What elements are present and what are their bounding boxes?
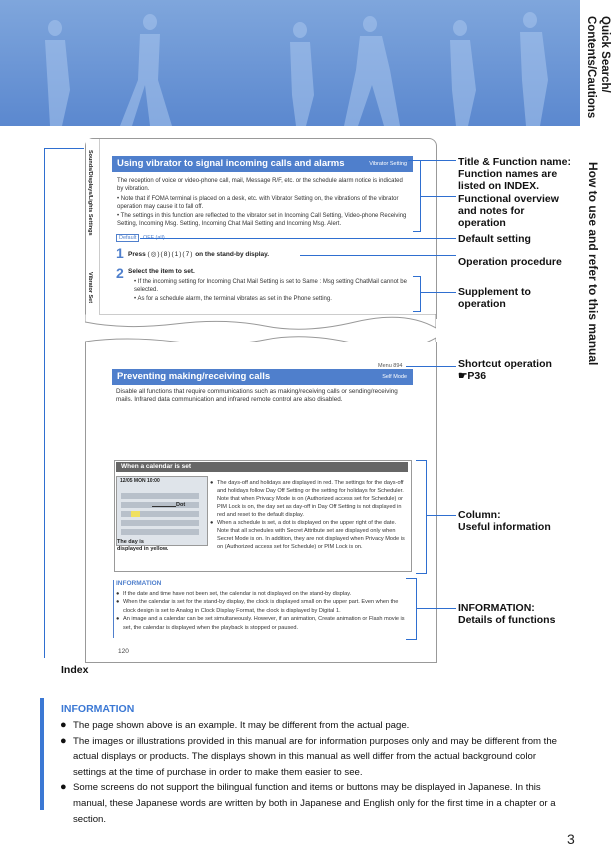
list-item: ●An image and a calendar can be set simu…: [116, 616, 405, 631]
line-column: [426, 515, 456, 517]
silhouette-figures: [45, 12, 548, 126]
menu-number: Menu 894: [378, 363, 403, 369]
note-item: • If the incoming setting for Incoming C…: [134, 279, 407, 294]
header-banner: [0, 0, 613, 126]
list-item: ●The days-off and holidays are displayed…: [210, 480, 404, 518]
step2-number: 2: [116, 265, 124, 281]
information-item: ●The page shown above is an example. It …: [60, 719, 410, 731]
line-shortcut: [406, 366, 456, 368]
section2-tag: Self Mode: [382, 374, 407, 380]
info-side-bar: [40, 698, 44, 810]
step2-title: Select the item to set.: [128, 268, 195, 275]
line-procedure: [300, 255, 456, 257]
section2-titlebar: Preventing making/receiving calls Self M…: [112, 369, 413, 385]
index-line-top: [44, 148, 84, 150]
callout-supplement: Supplement to operation: [458, 286, 531, 310]
callout-index: Index: [61, 664, 89, 676]
line-default: [140, 238, 456, 240]
section2-desc: Disable all functions that require commu…: [116, 388, 398, 404]
column-title: When a calendar is set: [116, 462, 408, 472]
torn-edge-top: [85, 314, 436, 330]
calendar-dot-label: Dot: [176, 502, 186, 508]
note-item: • As for a schedule alarm, the terminal …: [134, 295, 332, 302]
page-number: 3: [567, 831, 575, 847]
callout-shortcut: Shortcut operation ☛P36: [458, 358, 552, 382]
line-supplement: [420, 292, 456, 294]
section1-desc: The reception of voice or video-phone ca…: [117, 178, 403, 193]
section2-title: Preventing making/receiving calls: [117, 371, 271, 382]
callout-operation-procedure: Operation procedure: [458, 256, 562, 268]
key-icons: (◎)(8)(1)(7): [147, 251, 194, 258]
section1-title: Using vibrator to signal incoming calls …: [117, 158, 345, 169]
step2-notes: • If the incoming setting for Incoming C…: [134, 278, 408, 303]
section1-notes: • Note that if FOMA terminal is placed o…: [117, 195, 407, 229]
information-list: ●The page shown above is an example. It …: [60, 718, 560, 827]
callout-functional-overview: Functional overview and notes for operat…: [458, 193, 559, 229]
side-index-vibrator: Vibrator Set: [87, 272, 93, 304]
list-item: ●If the date and time have not been set,…: [116, 591, 352, 597]
callout-information: INFORMATION: Details of functions: [458, 602, 556, 626]
column-bullets: ●The days-off and holidays are displayed…: [210, 479, 406, 551]
callout-title-function: Title & Function name: Function names ar…: [458, 156, 571, 192]
calendar-header: 12/05 MON 10:00: [120, 478, 160, 484]
side-index-sounds: Sounds/Displays/Lights Settings: [87, 150, 93, 236]
information-item: ●Some screens do not support the bilingu…: [60, 781, 556, 825]
line-title: [408, 160, 456, 162]
section1-tag: Vibrator Setting: [369, 161, 407, 167]
bracket-supplement: [413, 276, 421, 312]
callout-column: Column: Useful information: [458, 509, 551, 533]
list-item: ●When the calendar is set for the stand-…: [116, 599, 399, 614]
calendar-screen: 12/05 MON 10:00: [116, 476, 208, 546]
dot-leader: [152, 506, 176, 507]
note-item: • Note that if FOMA terminal is placed o…: [117, 196, 399, 211]
side-tab-title: Quick Search/ Contents/Cautions: [585, 16, 611, 119]
section-title: How to use and refer to this manual: [586, 162, 600, 366]
sample-info-title: INFORMATION: [116, 580, 162, 587]
line-functional: [420, 196, 456, 198]
side-tab: Quick Search/ Contents/Cautions: [580, 0, 613, 126]
step1-number: 1: [116, 245, 124, 261]
list-item: ●When a schedule is set, a dot is displa…: [210, 520, 405, 550]
default-label: Default: [116, 234, 140, 242]
calendar-caption: The day is displayed in yellow.: [117, 539, 169, 552]
sample-page-number: 120: [118, 648, 129, 655]
information-item: ●The images or illustrations provided in…: [60, 734, 558, 778]
section1-titlebar: Using vibrator to signal incoming calls …: [112, 156, 413, 172]
calendar-grid: [121, 493, 199, 535]
line-info: [416, 608, 456, 610]
step1: Press (◎)(8)(1)(7) on the stand-by displ…: [128, 251, 270, 258]
side-index-strip: [86, 139, 100, 315]
bracket-column: [416, 460, 427, 574]
sample-info-bullets: ●If the date and time have not been set,…: [116, 590, 406, 632]
index-line: [44, 148, 46, 658]
callout-default-setting: Default setting: [458, 233, 531, 245]
info-rule: [113, 580, 114, 638]
note-item: • The settings in this function are refl…: [117, 212, 407, 228]
information-title: INFORMATION: [61, 703, 135, 715]
